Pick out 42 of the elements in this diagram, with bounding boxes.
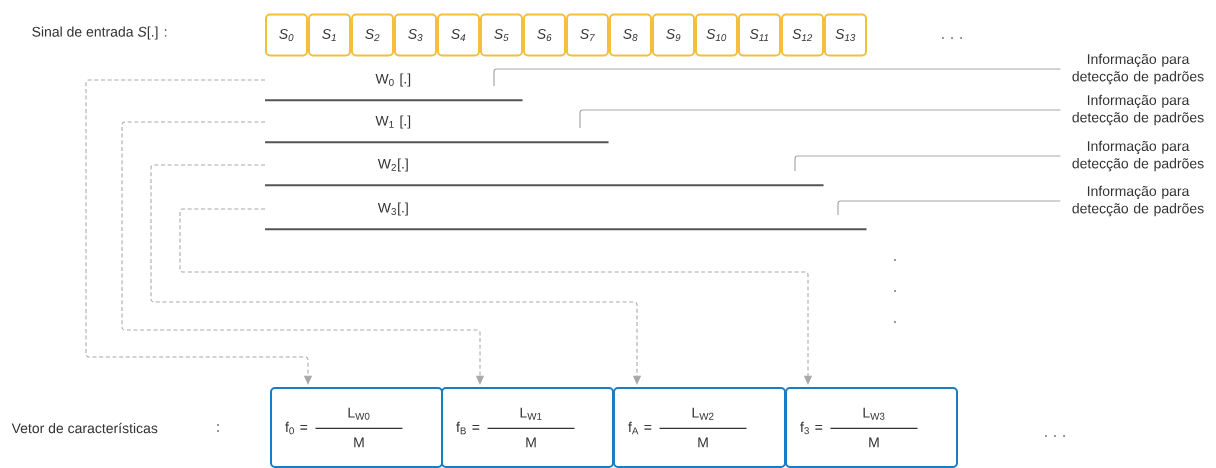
signal-sample-box: S$_{9}$ xyxy=(652,13,695,57)
signal-sample-box: S$_{4}$ xyxy=(437,13,480,57)
feature-box: f$_{0}$ = L$_{W0}$ M xyxy=(270,387,443,468)
feature-box: f$_{B}$ = L$_{W1}$ M xyxy=(441,387,614,468)
arrow xyxy=(150,164,642,385)
info-text: Informação para detecção de padrões xyxy=(1072,53,1204,85)
signal-sample-box: S$_{10}$ xyxy=(695,13,738,57)
signal-sample-box: S$_{0}$ xyxy=(265,13,308,57)
ellipsis: . xyxy=(894,259,896,261)
leader-line xyxy=(493,68,1061,87)
ellipsis: . xyxy=(894,290,896,292)
signal-sample-box: S$_{6}$ xyxy=(523,13,566,57)
row-label: Vetor de características xyxy=(11,422,158,434)
info-text: Informação para detecção de padrões xyxy=(1072,185,1204,217)
colon: : xyxy=(217,424,219,432)
window-bar: W$_{2}$[.] xyxy=(265,158,824,187)
arrow xyxy=(85,79,313,385)
window-bar: W$_{1}$ [.] xyxy=(265,115,609,144)
signal-label: Sinal de entrada S[.] : xyxy=(32,26,167,40)
window-bar: W$_{3}$[.] xyxy=(265,202,867,231)
signal-sample-box: S$_{13}$ xyxy=(824,13,867,57)
leader-line xyxy=(837,200,1061,216)
feature-box: f$_{A}$ = L$_{W2}$ M xyxy=(613,387,786,468)
signal-sample-box: S$_{8}$ xyxy=(609,13,652,57)
ellipsis: . xyxy=(894,321,896,323)
signal-sample-box: S$_{12}$ xyxy=(781,13,824,57)
signal-sample-box: S$_{5}$ xyxy=(480,13,523,57)
ellipsis: . . . xyxy=(1045,435,1065,437)
signal-sample-box: S$_{3}$ xyxy=(394,13,437,57)
signal-sample-box: S$_{2}$ xyxy=(351,13,394,57)
signal-sample-box: S$_{1}$ xyxy=(308,13,351,57)
info-text: Informação para detecção de padrões xyxy=(1072,94,1204,126)
ellipsis: . . . xyxy=(942,37,962,39)
arrow xyxy=(179,208,813,385)
window-bar: W$_{0}$ [.] xyxy=(265,73,523,102)
signal-sample-box: S$_{11}$ xyxy=(738,13,781,57)
leader-line xyxy=(794,155,1061,172)
leader-line xyxy=(579,109,1061,129)
arrow xyxy=(121,121,485,385)
info-text: Informação para detecção de padrões xyxy=(1072,140,1204,172)
feature-box: f$_{3}$ = L$_{W3}$ M xyxy=(785,387,958,468)
signal-sample-box: S$_{7}$ xyxy=(566,13,609,57)
